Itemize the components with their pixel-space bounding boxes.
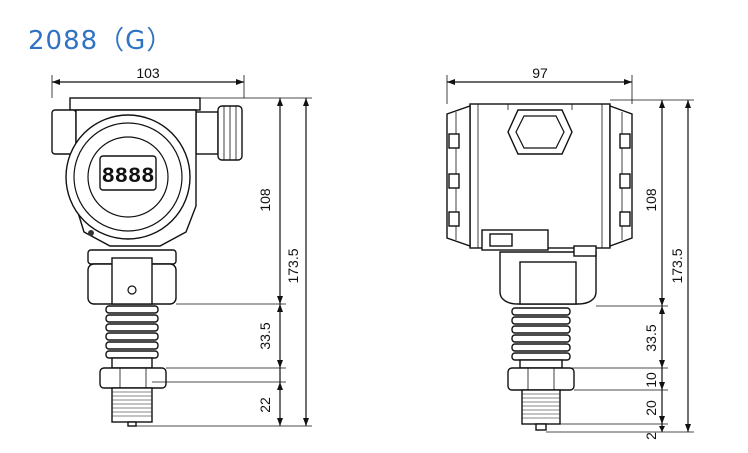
left-total-height-label: 173.5 <box>285 248 301 283</box>
right-total-height-label: 173.5 <box>669 248 685 283</box>
diagram-title: 2088（G） <box>28 26 174 56</box>
right-nut-height-label: 10 <box>643 372 659 388</box>
left-thread-height-label: 22 <box>257 397 273 413</box>
left-head-height-label: 108 <box>257 188 273 212</box>
lcd-digits: 8888 <box>102 164 155 189</box>
left-neck-height-label: 33.5 <box>257 322 273 349</box>
left-hex-nut <box>99 367 167 389</box>
right-head-height-label: 108 <box>643 188 659 212</box>
right-cooling-fins <box>511 307 571 369</box>
left-cooling-fins <box>105 305 159 369</box>
left-view: 103 8888 <box>51 65 312 427</box>
right-view: 97 <box>446 65 694 440</box>
right-tip-height-label: 2 <box>643 432 659 440</box>
top-conduit <box>507 109 573 155</box>
lcd-display <box>99 155 157 191</box>
right-hex-nut <box>507 367 575 391</box>
left-housing-top <box>69 97 201 111</box>
right-width-label: 97 <box>532 65 548 81</box>
right-thread <box>521 389 561 425</box>
right-neck-height-label: 33.5 <box>643 324 659 351</box>
left-width-label: 103 <box>136 65 160 81</box>
right-thread-height-label: 20 <box>643 400 659 416</box>
left-thread <box>111 387 153 423</box>
